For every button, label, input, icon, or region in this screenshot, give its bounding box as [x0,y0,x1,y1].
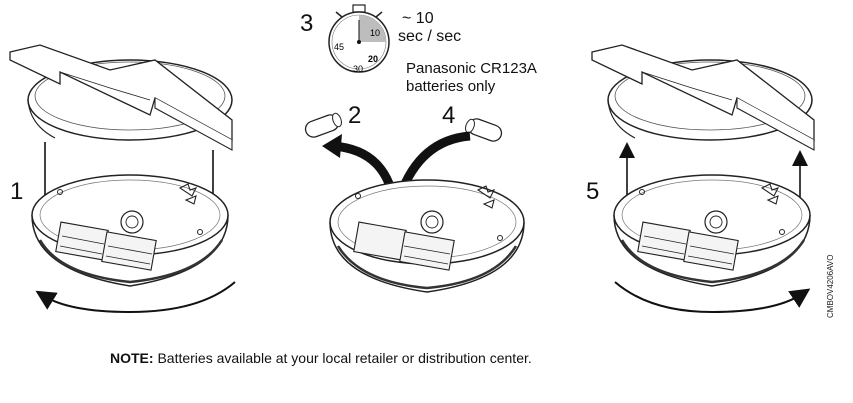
rotate-arrow-left [35,281,236,314]
step-number-3: 3 [300,10,314,37]
stopwatch-tick-10: 10 [370,28,380,38]
left-panel [9,44,236,314]
timer-duration-line1: ~ 10 [402,10,434,27]
battery-compartment-right [637,221,739,271]
battery-left [304,112,342,138]
step-number-5: 5 [586,178,600,205]
timer-duration-line2: sec / sec [398,28,462,45]
note: NOTE: Batteries available at your local … [110,350,532,366]
stopwatch-tick-45: 45 [334,42,344,52]
battery-compartment-left [55,221,157,271]
note-label: NOTE: [110,350,154,366]
step-number-1: 1 [10,178,24,205]
battery-compartment-middle [353,221,455,271]
detector-middle [329,179,525,293]
battery-type-line2: batteries only [406,78,496,95]
note-text: Batteries available at your local retail… [153,350,532,366]
step-number-4: 4 [442,102,456,129]
ceiling-beam-right [591,44,815,151]
ceiling-beam-left [9,44,233,151]
figure-code: CMBOV4206AVO [826,254,835,318]
detector-right [613,174,811,287]
battery-type-line1: Panasonic CR123A [406,60,537,77]
step-number-2: 2 [348,102,362,129]
stopwatch: 45 10 20 30 [328,4,390,74]
stopwatch-tick-30: 30 [353,64,363,74]
detector-left [31,174,229,287]
right-panel [591,44,815,314]
rotate-arrow-right [614,281,811,314]
middle-panel: 45 10 20 30 [304,4,525,293]
battery-right [465,118,503,142]
stopwatch-tick-20: 20 [368,54,378,64]
